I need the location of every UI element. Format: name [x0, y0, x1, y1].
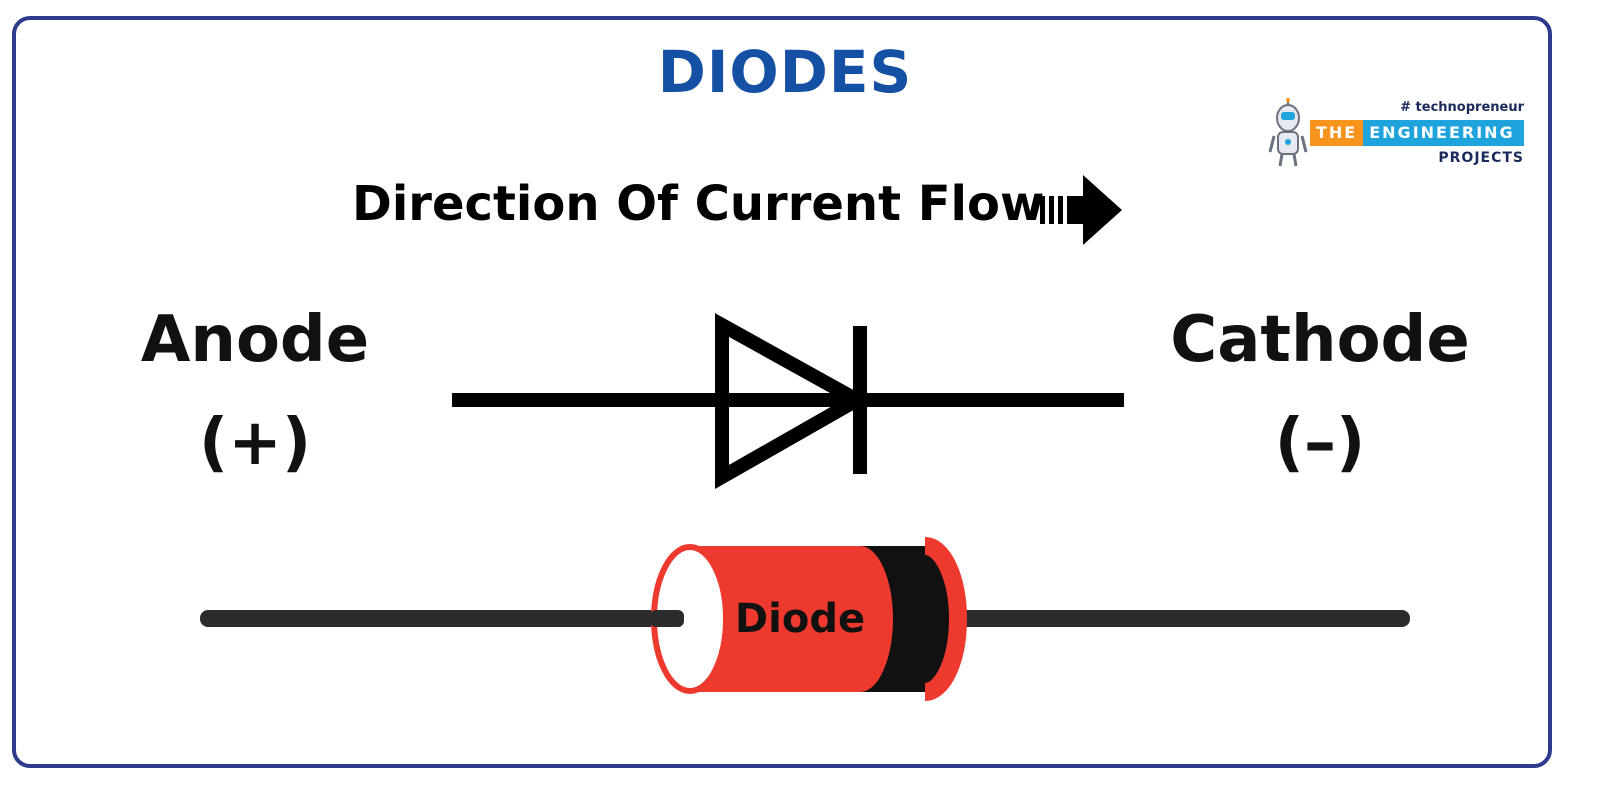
- diode-component: Diode: [200, 537, 1410, 701]
- lead-inner: [650, 610, 684, 627]
- cathode-band: [860, 546, 958, 692]
- cathode-polarity: (–): [1274, 406, 1366, 480]
- right-arrow-icon: [1040, 175, 1122, 245]
- anode-lead: [200, 610, 690, 627]
- cathode-label: Cathode: [1170, 303, 1470, 377]
- logo-tagline: # technopreneur: [1400, 100, 1524, 115]
- anode-label: Anode: [140, 303, 370, 377]
- logo-word-engineering: ENGINEERING: [1363, 120, 1524, 146]
- logo-wordmark: THE ENGINEERING: [1310, 120, 1524, 146]
- page-title: DIODES: [657, 38, 913, 106]
- robot-mascot-icon: [1268, 98, 1308, 167]
- logo-word-projects: PROJECTS: [1438, 150, 1524, 166]
- symbol-triangle: [715, 313, 872, 490]
- diode-body-label: Diode: [735, 596, 865, 642]
- diode-symbol: [452, 313, 1124, 490]
- brand-logo: # technopreneur THE ENGINEERING PROJECTS: [1262, 98, 1532, 170]
- current-direction-label: Direction Of Current Flow: [352, 176, 1045, 232]
- anode-polarity: (+): [198, 406, 312, 480]
- band-edge: [924, 537, 967, 701]
- logo-word-the: THE: [1310, 120, 1364, 146]
- cathode-lead: [935, 610, 1410, 627]
